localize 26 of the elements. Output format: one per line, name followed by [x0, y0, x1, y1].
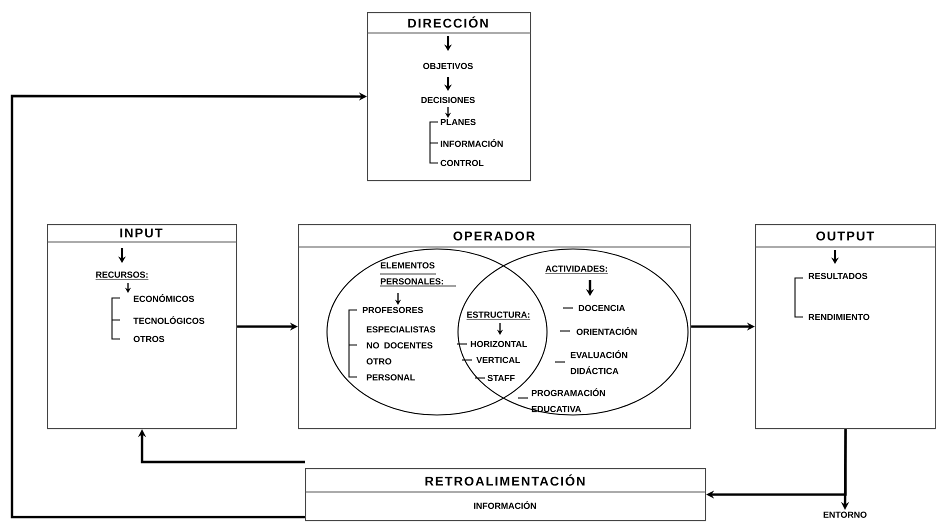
list-item: TECNOLÓGICOS — [133, 316, 204, 324]
list-item: RENDIMIENTO — [808, 314, 870, 320]
list-item: ECONÓMICOS — [134, 294, 194, 302]
list-heading: ACTIVIDADES: — [545, 266, 608, 274]
list-item: DECISIONES — [421, 96, 475, 104]
list-heading: ESTRUCTURA: — [466, 312, 530, 320]
list-item: STAFF — [488, 374, 515, 382]
list-item: RESULTADOS — [808, 272, 868, 280]
list-item: INFORMACIÓN — [440, 139, 503, 147]
list-item: OTROS — [134, 336, 164, 342]
list-item: EVALUACIÓN DIDÁCTICA — [570, 350, 628, 374]
list-item: CONTROL — [440, 160, 484, 166]
list-item: DOCENCIA — [578, 304, 625, 312]
list-item: PLANES — [440, 118, 476, 126]
list-item: HORIZONTAL — [470, 340, 528, 348]
list-item: ESPECIALISTAS NO DOCENTES — [366, 326, 436, 348]
list-item: VERTICAL — [476, 356, 520, 364]
list-heading: RECURSOS: — [95, 272, 149, 280]
list-item: PROFESORES — [362, 306, 424, 314]
list-item: INFORMACIÓN — [474, 501, 536, 509]
list-item: OTRO PERSONAL — [366, 358, 415, 380]
output-label: ENTORNO — [824, 512, 867, 518]
list-item: PROGRAMACIÓN EDUCATIVA — [532, 388, 605, 412]
list-item: OBJETIVOS — [423, 62, 473, 70]
list-item: ORIENTACIÓN — [576, 327, 637, 335]
list-heading: ELEMENTOS PERSONALES: — [380, 262, 443, 284]
